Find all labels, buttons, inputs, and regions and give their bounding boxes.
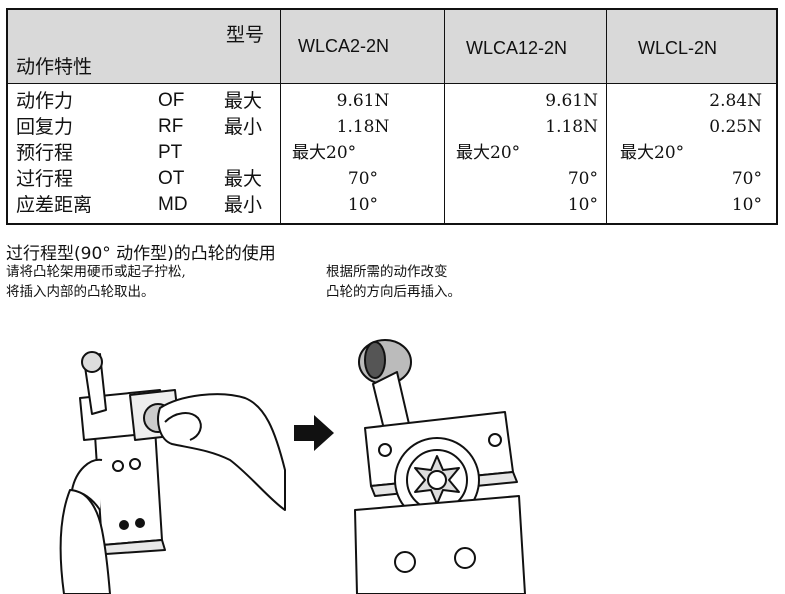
- row-limits: 最大 最小 最大 最小: [224, 88, 262, 218]
- row-code: OF: [158, 90, 185, 111]
- illustration-insert-cam: [354, 339, 526, 594]
- cell-value: 最大20°: [292, 143, 357, 163]
- instruction-line: 将插入内部的凸轮取出。: [6, 284, 155, 300]
- characteristic-label: 动作特性: [16, 56, 93, 78]
- row-code: RF: [158, 116, 184, 137]
- row-name: 应差距离: [16, 194, 93, 216]
- cell-value: 70°: [347, 169, 379, 189]
- row-limit: 最大: [224, 90, 263, 112]
- cell-value: 2.84N: [709, 91, 762, 111]
- instruction-step-2: 根据所需的动作改变 凸轮的方向后再插入。: [326, 262, 461, 302]
- column-divider: [280, 10, 281, 223]
- row-limit: 最大: [224, 168, 263, 190]
- cell-value: 最大20°: [456, 143, 521, 163]
- arrow-right-icon: [294, 415, 334, 451]
- spec-table: 型号 动作特性 WLCA2-2N WLCA12-2N WLCL-2N 动作力 回…: [6, 8, 778, 225]
- instruction-line: 请将凸轮架用硬币或起子拧松,: [6, 264, 186, 280]
- model-header: WLCA12-2N: [466, 38, 568, 58]
- values-col-1: 9.61N 1.18N 最大20° 70° 10°: [292, 88, 434, 218]
- row-name: 过行程: [16, 168, 74, 190]
- column-divider: [606, 10, 607, 223]
- cell-value: 70°: [731, 169, 762, 189]
- cell-value: 0.25N: [709, 117, 762, 137]
- row-name: 动作力: [16, 90, 74, 112]
- cell-value: 10°: [567, 195, 598, 215]
- model-label: 型号: [226, 24, 265, 46]
- row-code: OT: [158, 168, 185, 189]
- row-limit: [224, 140, 262, 166]
- cell-value: 1.18N: [545, 117, 598, 137]
- section-title: 过行程型(90° 动作型)的凸轮的使用: [6, 244, 276, 264]
- row-codes: OF RF PT OT MD: [158, 88, 188, 218]
- cell-value: 10°: [731, 195, 762, 215]
- row-name: 预行程: [16, 142, 74, 164]
- row-limit: 最小: [224, 116, 263, 138]
- model-header: WLCA2-2N: [298, 36, 390, 56]
- instruction-step-1: 请将凸轮架用硬币或起子拧松, 将插入内部的凸轮取出。: [6, 262, 186, 302]
- values-col-2: 9.61N 1.18N 最大20° 70° 10°: [456, 88, 598, 218]
- instruction-line: 根据所需的动作改变: [326, 264, 448, 280]
- model-header: WLCL-2N: [638, 38, 718, 58]
- table-header: [8, 10, 776, 84]
- instruction-line: 凸轮的方向后再插入。: [326, 284, 461, 300]
- cell-value: 1.18N: [336, 117, 390, 137]
- cell-value: 最大20°: [620, 143, 685, 163]
- cell-value: 9.61N: [545, 91, 598, 111]
- row-code: PT: [158, 142, 183, 163]
- illustration-remove-cam: [59, 351, 286, 594]
- row-names: 动作力 回复力 预行程 过行程 应差距离: [16, 88, 92, 218]
- column-divider: [444, 10, 445, 223]
- values-col-3: 2.84N 0.25N 最大20° 70° 10°: [620, 88, 762, 218]
- cell-value: 9.61N: [336, 91, 390, 111]
- cell-value: 10°: [347, 195, 379, 215]
- row-limit: 最小: [224, 194, 263, 216]
- row-name: 回复力: [16, 116, 74, 138]
- row-code: MD: [158, 194, 188, 215]
- cell-value: 70°: [567, 169, 598, 189]
